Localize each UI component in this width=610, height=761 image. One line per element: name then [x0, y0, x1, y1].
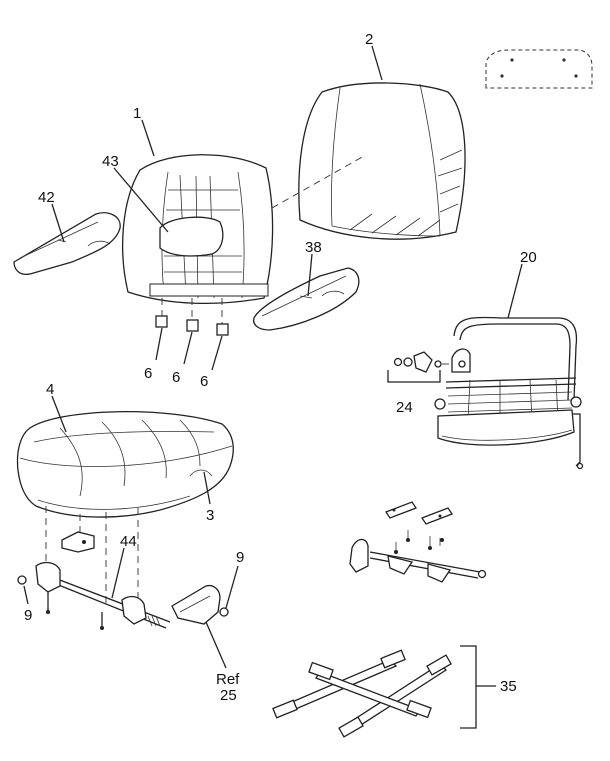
callout-38: 38 — [305, 239, 322, 256]
seat-back-cushion-part — [122, 154, 274, 305]
callout-6-b: 6 — [172, 369, 180, 386]
recliner-hardware-assembly-part — [349, 501, 487, 583]
callout-20: 20 — [520, 249, 537, 266]
armrest-left-part — [13, 212, 121, 276]
callout-44: 44 — [120, 533, 137, 550]
clip-parts — [155, 298, 229, 336]
seat-straps-part — [272, 645, 496, 738]
callout-9-right: 9 — [236, 549, 244, 566]
callout-ref-line1: Ref — [216, 671, 240, 688]
armrest-right-part — [253, 267, 360, 331]
callout-ref-line2: 25 — [220, 687, 237, 704]
seat-back-cover-part — [298, 82, 466, 240]
callout-43: 43 — [102, 153, 119, 170]
callout-42: 42 — [38, 189, 55, 206]
seat-cushion-part — [16, 411, 234, 518]
callout-1: 1 — [133, 105, 141, 122]
callout-3: 3 — [206, 507, 214, 524]
callout-9-left: 9 — [24, 607, 32, 624]
callout-6-a: 6 — [144, 365, 152, 382]
callout-2: 2 — [365, 31, 373, 48]
callout-6-c: 6 — [200, 373, 208, 390]
back-panel-plate-part — [485, 49, 593, 89]
callout-35: 35 — [500, 678, 517, 695]
seat-back-frame-part — [434, 316, 584, 470]
pivot-hardware-part — [387, 351, 452, 383]
cover-alignment-line — [271, 155, 365, 209]
callout-24: 24 — [396, 399, 413, 416]
seat-mount-assembly-part — [17, 506, 229, 630]
callout-4: 4 — [46, 381, 54, 398]
leader-lines — [23, 45, 523, 669]
